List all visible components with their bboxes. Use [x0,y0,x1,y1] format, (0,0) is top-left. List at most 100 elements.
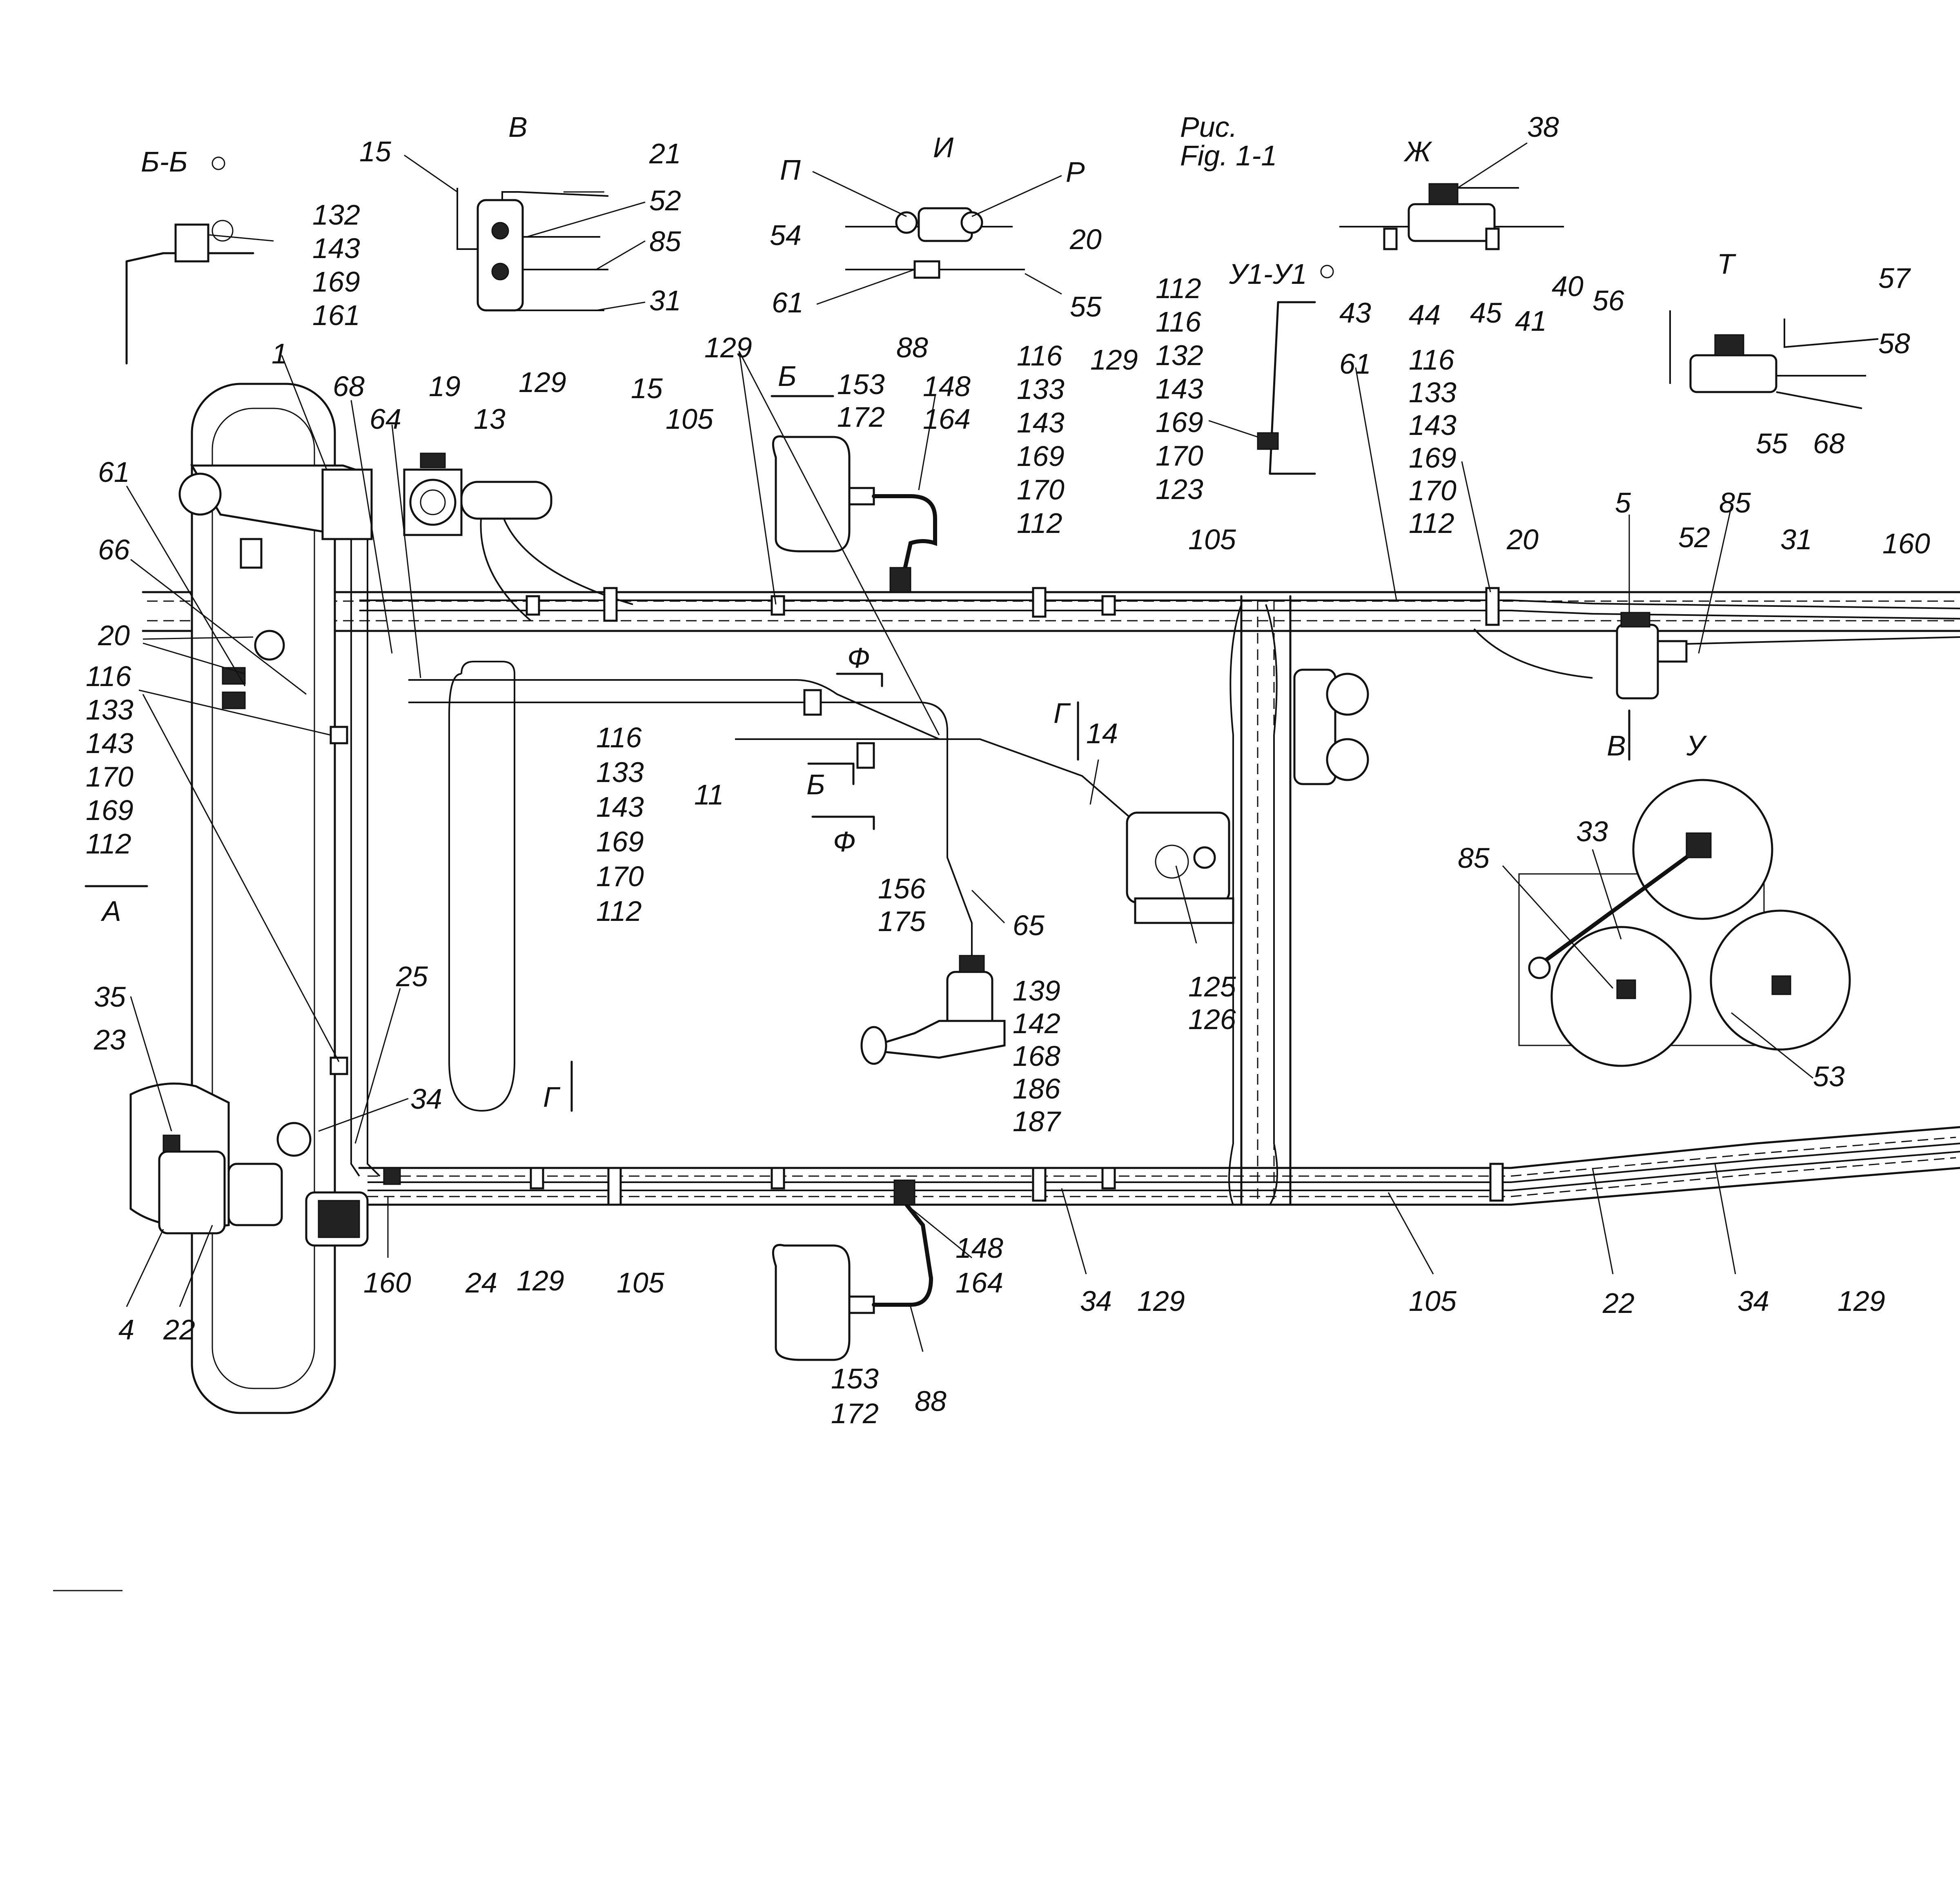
callout-callouts-lower_row-9: 105 [617,1267,665,1299]
callout-callouts-mid_stack-5: 112 [596,895,642,927]
callout-callouts-mid_row-4: 14 [1086,718,1118,749]
callout-callouts-mid_row-3: 11 [694,779,724,811]
callout-callouts-mid_row-2: 20 [98,619,130,651]
leader-lines [53,142,1813,1591]
callout-callouts-top_row-1: 68 [333,370,365,402]
callout-callouts-zh_view-3: 45 [1470,297,1502,329]
callout-callouts-u1_list-0: 112 [1156,272,1201,304]
callout-callouts-mid_row-9: 175 [878,905,926,937]
callout-callouts-bb_list-2: 169 [312,266,360,298]
callout-callouts-tank_area-2: 53 [1813,1061,1845,1092]
callout-callouts-v_view-0: 15 [359,136,392,167]
callout-callouts-mid_row-8: 156 [878,873,926,905]
callout-callouts-left_stack-2: 143 [86,727,134,759]
callout-callouts-lower_row-7: 24 [465,1267,497,1299]
view-v: В [508,111,528,143]
callout-callouts-mid_stack-4: 170 [596,860,644,892]
callout-callouts-lower_row-11: 164 [956,1267,1003,1299]
callout-callouts-lower_row-14: 88 [915,1385,947,1417]
callout-callouts-mid_row-5: 65 [1013,909,1045,941]
callout-callouts-left_stack-1: 133 [86,694,134,726]
callout-callouts-left_stack-5: 112 [86,828,131,860]
callout-callouts-lower_row-16: 129 [1137,1285,1185,1317]
mark-b2: Б [806,769,825,800]
callout-callouts-lower_row-13: 172 [831,1397,879,1429]
mark-b1: Б [778,360,797,392]
callout-callouts-top_row-11: 164 [923,403,971,435]
callout-callouts-zh_view-1: 43 [1339,297,1371,329]
callout-callouts-i_view-0: 54 [770,219,802,251]
callout-callouts-lower_row-0: 35 [94,981,126,1013]
callout-callouts-i_view-2: 61 [772,287,804,319]
callout-callouts-lower_row-6: 160 [363,1267,411,1299]
callout-callouts-upper_stack-4: 170 [1017,474,1065,506]
callout-callouts-mid_stack-1: 133 [596,756,644,788]
callout-callouts-top_row-15: 61 [1339,348,1371,380]
mark-p: П [780,154,801,186]
callout-callouts-lower_row-20: 129 [1838,1285,1885,1317]
section-circle-u1 [1320,265,1334,279]
callout-callouts-right_stack-3: 169 [1409,442,1457,474]
callout-callouts-u1_list-1: 116 [1156,306,1201,338]
callout-callouts-top_row-4: 13 [474,403,506,435]
callout-callouts-top_row-0: 1 [272,338,287,370]
callout-callouts-lower_row-18: 22 [1602,1287,1635,1319]
callout-callouts-valve_stack-4: 187 [1013,1105,1062,1137]
callout-callouts-zh_view-2: 44 [1409,299,1441,331]
callout-callouts-bb_list-0: 132 [312,199,360,231]
callout-callouts-t_view-4: 68 [1813,428,1845,459]
callout-callouts-right_stack-5: 112 [1409,507,1454,539]
mark-r: Р [1066,156,1085,188]
callout-callouts-bb_list-3: 161 [312,299,360,331]
callout-callouts-top_row-13: 172 [837,401,885,433]
pipe-lines [330,490,1960,1206]
callout-callouts-upper_stack-3: 169 [1017,440,1065,472]
callout-callouts-top_row-8: 129 [704,332,752,363]
callout-callouts-mid_row-14: 52 [1678,521,1710,553]
callout-callouts-right_stack-1: 133 [1409,377,1457,408]
labels: Рис. Fig. 1-1 Б-Б В И Ж У1-У1 Т У П Р А … [86,111,1930,1429]
callout-callouts-lower_row-10: 148 [956,1232,1003,1264]
figure-caption-en: Fig. 1-1 [1180,140,1277,172]
callout-callouts-valve_stack-0: 139 [1013,975,1060,1007]
callout-callouts-u1_list-4: 169 [1156,406,1203,438]
callout-callouts-mid_row-10: 105 [1188,524,1236,555]
callout-callouts-v_view-1: 21 [649,138,681,169]
callout-callouts-top_row-14: 129 [1090,344,1138,376]
callout-callouts-lower_row-12: 153 [831,1363,879,1395]
callout-callouts-top_row-9: 88 [896,332,928,363]
callout-callouts-top_row-12: 153 [837,368,885,400]
callout-callouts-t_view-1: 57 [1878,262,1911,294]
callout-callouts-mid_row-6: 125 [1188,971,1236,1003]
callout-callouts-mid_row-13: 85 [1719,487,1751,519]
callout-callouts-top_row-10: 148 [923,370,971,402]
callout-callouts-valve_stack-3: 186 [1013,1073,1060,1105]
callout-callouts-lower_row-19: 34 [1737,1285,1769,1317]
callout-callouts-tank_area-0: 33 [1576,816,1608,847]
callout-callouts-mid_stack-0: 116 [596,722,642,753]
callout-callouts-tank_area-1: 85 [1458,842,1490,874]
callout-callouts-u1_list-5: 170 [1156,440,1203,472]
callout-callouts-right_stack-4: 170 [1409,475,1457,506]
mark-g2: Г [543,1081,561,1113]
callout-callouts-lower_row-15: 34 [1080,1285,1112,1317]
callout-callouts-lower_row-2: 34 [410,1083,442,1115]
components [125,183,1879,1361]
callout-callouts-right_stack-0: 116 [1409,344,1454,376]
callout-callouts-v_view-2: 52 [649,185,681,216]
callout-callouts-i_view-1: 20 [1069,223,1102,255]
callout-callouts-mid_row-0: 61 [98,456,130,488]
callout-callouts-t_view-0: 56 [1592,285,1624,316]
view-bb: Б-Б [141,146,187,178]
callout-callouts-i_view-3: 55 [1070,291,1102,323]
callout-callouts-zh_view-0: 38 [1527,111,1559,143]
callout-callouts-mid_row-12: 5 [1615,487,1631,519]
callout-callouts-upper_stack-0: 116 [1017,340,1062,372]
view-i: И [933,131,954,163]
callout-callouts-lower_row-3: 25 [396,960,428,992]
callout-callouts-left_stack-3: 170 [86,761,134,793]
callout-callouts-upper_stack-5: 112 [1017,507,1062,539]
callout-callouts-lower_row-5: 22 [163,1314,195,1346]
